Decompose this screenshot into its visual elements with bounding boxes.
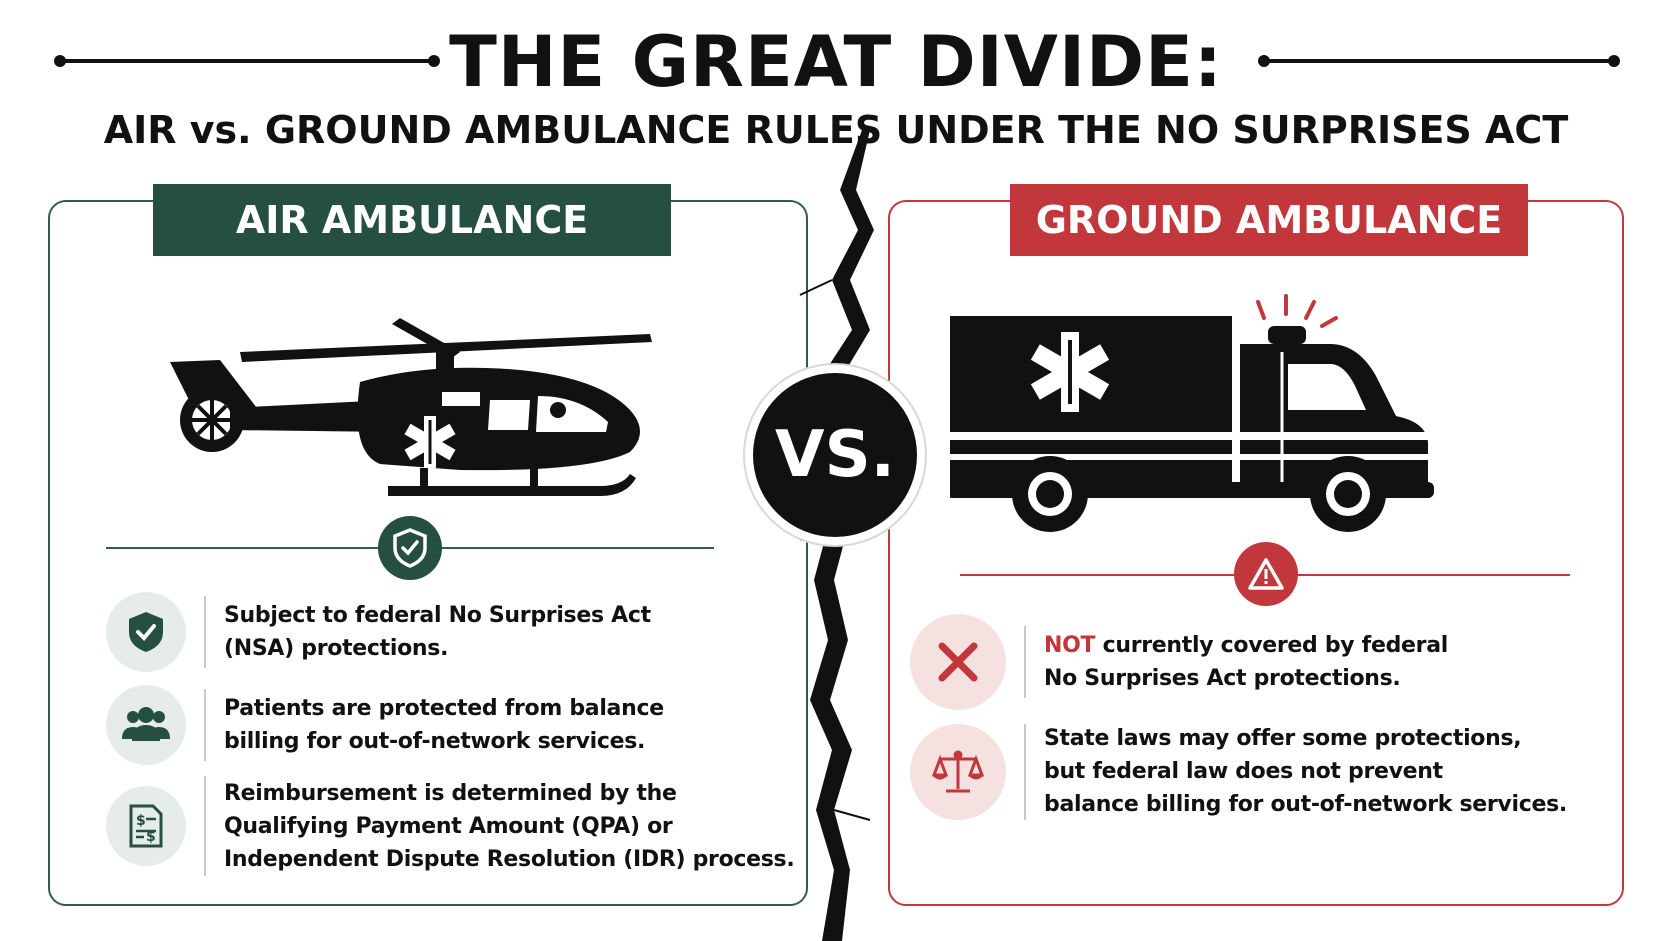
air-fact-text: Subject to federal No Surprises Act (NSA… bbox=[224, 603, 651, 661]
ground-fact-text: State laws may offer some protections, b… bbox=[1044, 726, 1567, 817]
warning-triangle-icon bbox=[1234, 542, 1298, 606]
air-fact-nsa: Subject to federal No Surprises Act (NSA… bbox=[106, 592, 651, 672]
subtitle: AIR vs. GROUND AMBULANCE RULES UNDER THE… bbox=[103, 108, 1569, 152]
people-group-icon bbox=[106, 685, 186, 765]
ground-fact-not-covered: NOT currently covered by federal No Surp… bbox=[910, 614, 1448, 710]
title-row: THE GREAT DIVIDE: bbox=[0, 22, 1672, 102]
shield-check-icon bbox=[378, 516, 442, 580]
svg-text:$: $ bbox=[146, 829, 156, 845]
payment-document-icon: $$ bbox=[106, 786, 186, 866]
ambulance-truck-icon bbox=[950, 294, 1434, 532]
vertical-rule bbox=[204, 776, 206, 876]
ground-ambulance-heading: GROUND AMBULANCE bbox=[972, 184, 1566, 256]
air-fact-reimbursement: $$ Reimbursement is determined by the Qu… bbox=[106, 776, 795, 876]
air-fact-text: Patients are protected from balance bill… bbox=[224, 696, 664, 754]
shield-check-icon bbox=[106, 592, 186, 672]
scales-icon bbox=[910, 723, 1006, 820]
title-rule-right bbox=[1258, 55, 1620, 67]
ground-ambulance-panel: GROUND AMBULANCE bbox=[888, 184, 1624, 906]
air-ambulance-heading: AIR AMBULANCE bbox=[115, 184, 709, 256]
vs-badge: VS. bbox=[745, 365, 925, 545]
air-fact-text: Reimbursement is determined by the Quali… bbox=[224, 780, 795, 872]
not-emphasis: NOT bbox=[1044, 633, 1096, 658]
vertical-rule bbox=[1024, 626, 1026, 698]
svg-text:$: $ bbox=[136, 813, 146, 829]
title-rule-left bbox=[54, 55, 440, 67]
helicopter-icon bbox=[170, 318, 652, 496]
ground-fact-state-laws: State laws may offer some protections, b… bbox=[910, 722, 1567, 821]
air-fact-balance-billing: Patients are protected from balance bill… bbox=[106, 685, 664, 765]
vertical-rule bbox=[204, 689, 206, 761]
ground-fact-text: NOT currently covered by federal No Surp… bbox=[1044, 633, 1448, 691]
vertical-rule bbox=[204, 596, 206, 668]
main-title: THE GREAT DIVIDE: bbox=[449, 21, 1223, 103]
x-mark-icon bbox=[910, 614, 1006, 710]
vertical-rule bbox=[1024, 723, 1026, 820]
air-ambulance-panel: AIR AMBULANCE bbox=[48, 184, 808, 906]
